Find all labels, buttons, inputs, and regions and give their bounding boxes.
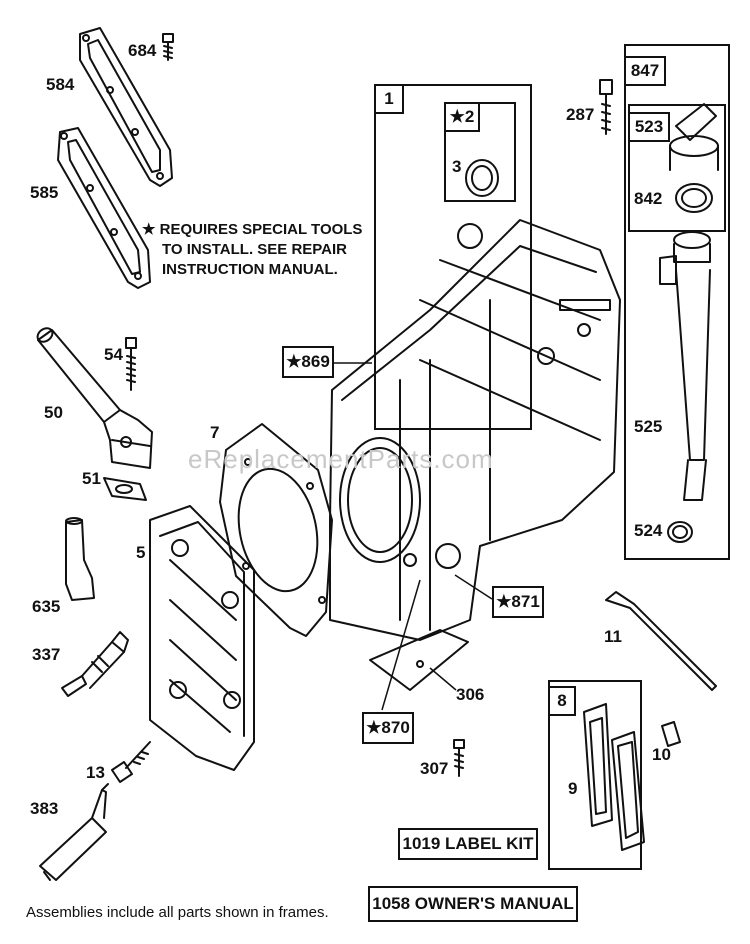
part-label-11: 11 (604, 627, 622, 646)
frame-assembly-1 (374, 84, 532, 430)
part-label-306: 306 (456, 685, 485, 704)
watermark: eReplacementParts.com (188, 444, 494, 474)
boxed-part-871: ★871 (492, 586, 544, 618)
boxed-part-869: ★869 (282, 346, 334, 378)
note-line-3: INSTRUCTION MANUAL. (162, 261, 338, 278)
part-label-383: 383 (30, 799, 59, 818)
part-869-cylinder-block (329, 219, 621, 641)
part-51-gasket (103, 477, 147, 501)
star-icon: ★ (142, 221, 156, 238)
part-label-7: 7 (210, 423, 220, 442)
owners-manual-box: 1058 OWNER'S MANUAL (368, 886, 578, 922)
part-684-screw (162, 33, 174, 61)
part-5-cylinder-head (149, 505, 255, 771)
frame-assembly-847 (624, 44, 730, 560)
part-label-585: 585 (30, 183, 59, 202)
frame-assembly-8 (548, 680, 642, 870)
part-524-o-ring (667, 521, 693, 543)
part-label-50: 50 (44, 403, 63, 422)
part-635-tube (65, 517, 95, 601)
frame-label-1: 1 (374, 84, 404, 114)
part-523-cap (669, 103, 719, 171)
label-kit-box: 1019 LABEL KIT (398, 828, 538, 860)
part-label-3: 3 (452, 157, 462, 176)
part-label-5: 5 (136, 543, 146, 562)
part-8-cover (611, 731, 645, 851)
part-label-842: 842 (634, 189, 663, 208)
part-label-524: 524 (634, 521, 663, 540)
frame-label-8: 8 (548, 686, 576, 716)
part-50-intake-elbow (36, 327, 153, 469)
part-842-seal (675, 183, 713, 213)
part-54-bolt (125, 337, 137, 391)
assemblies-footnote: Assemblies include all parts shown in fr… (26, 904, 329, 921)
special-tools-note: ★ REQUIRES SPECIAL TOOLS TO INSTALL. SEE… (142, 220, 362, 280)
part-584-gasket (79, 27, 173, 187)
part-label-51: 51 (82, 469, 101, 488)
part-label-287: 287 (566, 105, 595, 124)
frame-label-847: 847 (624, 56, 666, 86)
part-287-plug (599, 79, 613, 135)
part-label-684: 684 (128, 41, 157, 60)
part-label-13: 13 (86, 763, 105, 782)
part-label-337: 337 (32, 645, 61, 664)
part-label-307: 307 (420, 759, 449, 778)
frame-label-2: ★2 (444, 102, 480, 132)
part-label-10: 10 (652, 745, 671, 764)
part-7-head-gasket (219, 423, 333, 637)
leader-lines (334, 362, 493, 711)
frame-assembly-523 (628, 104, 726, 232)
part-383-tool (39, 783, 109, 881)
frame-label-523: 523 (628, 112, 670, 142)
part-9-gasket (583, 703, 613, 827)
boxed-part-870: ★870 (362, 712, 414, 744)
part-label-9: 9 (568, 779, 578, 798)
part-label-54: 54 (104, 345, 123, 364)
part-307-bolt (453, 739, 465, 777)
note-line-1: REQUIRES SPECIAL TOOLS (159, 221, 363, 238)
part-306-gasket (369, 629, 469, 691)
note-line-2: TO INSTALL. SEE REPAIR (162, 241, 348, 258)
part-3-seal (465, 159, 499, 197)
part-label-525: 525 (634, 417, 663, 436)
part-585-gasket (57, 127, 151, 289)
part-label-635: 635 (32, 597, 61, 616)
part-label-584: 584 (46, 75, 75, 94)
part-11-dipstick (605, 591, 717, 691)
part-10-screw (661, 721, 681, 747)
part-525-dipstick-tube (659, 231, 711, 501)
part-337-spark-plug (61, 631, 129, 697)
frame-assembly-2 (444, 102, 516, 202)
part-13-bolt (111, 741, 151, 783)
